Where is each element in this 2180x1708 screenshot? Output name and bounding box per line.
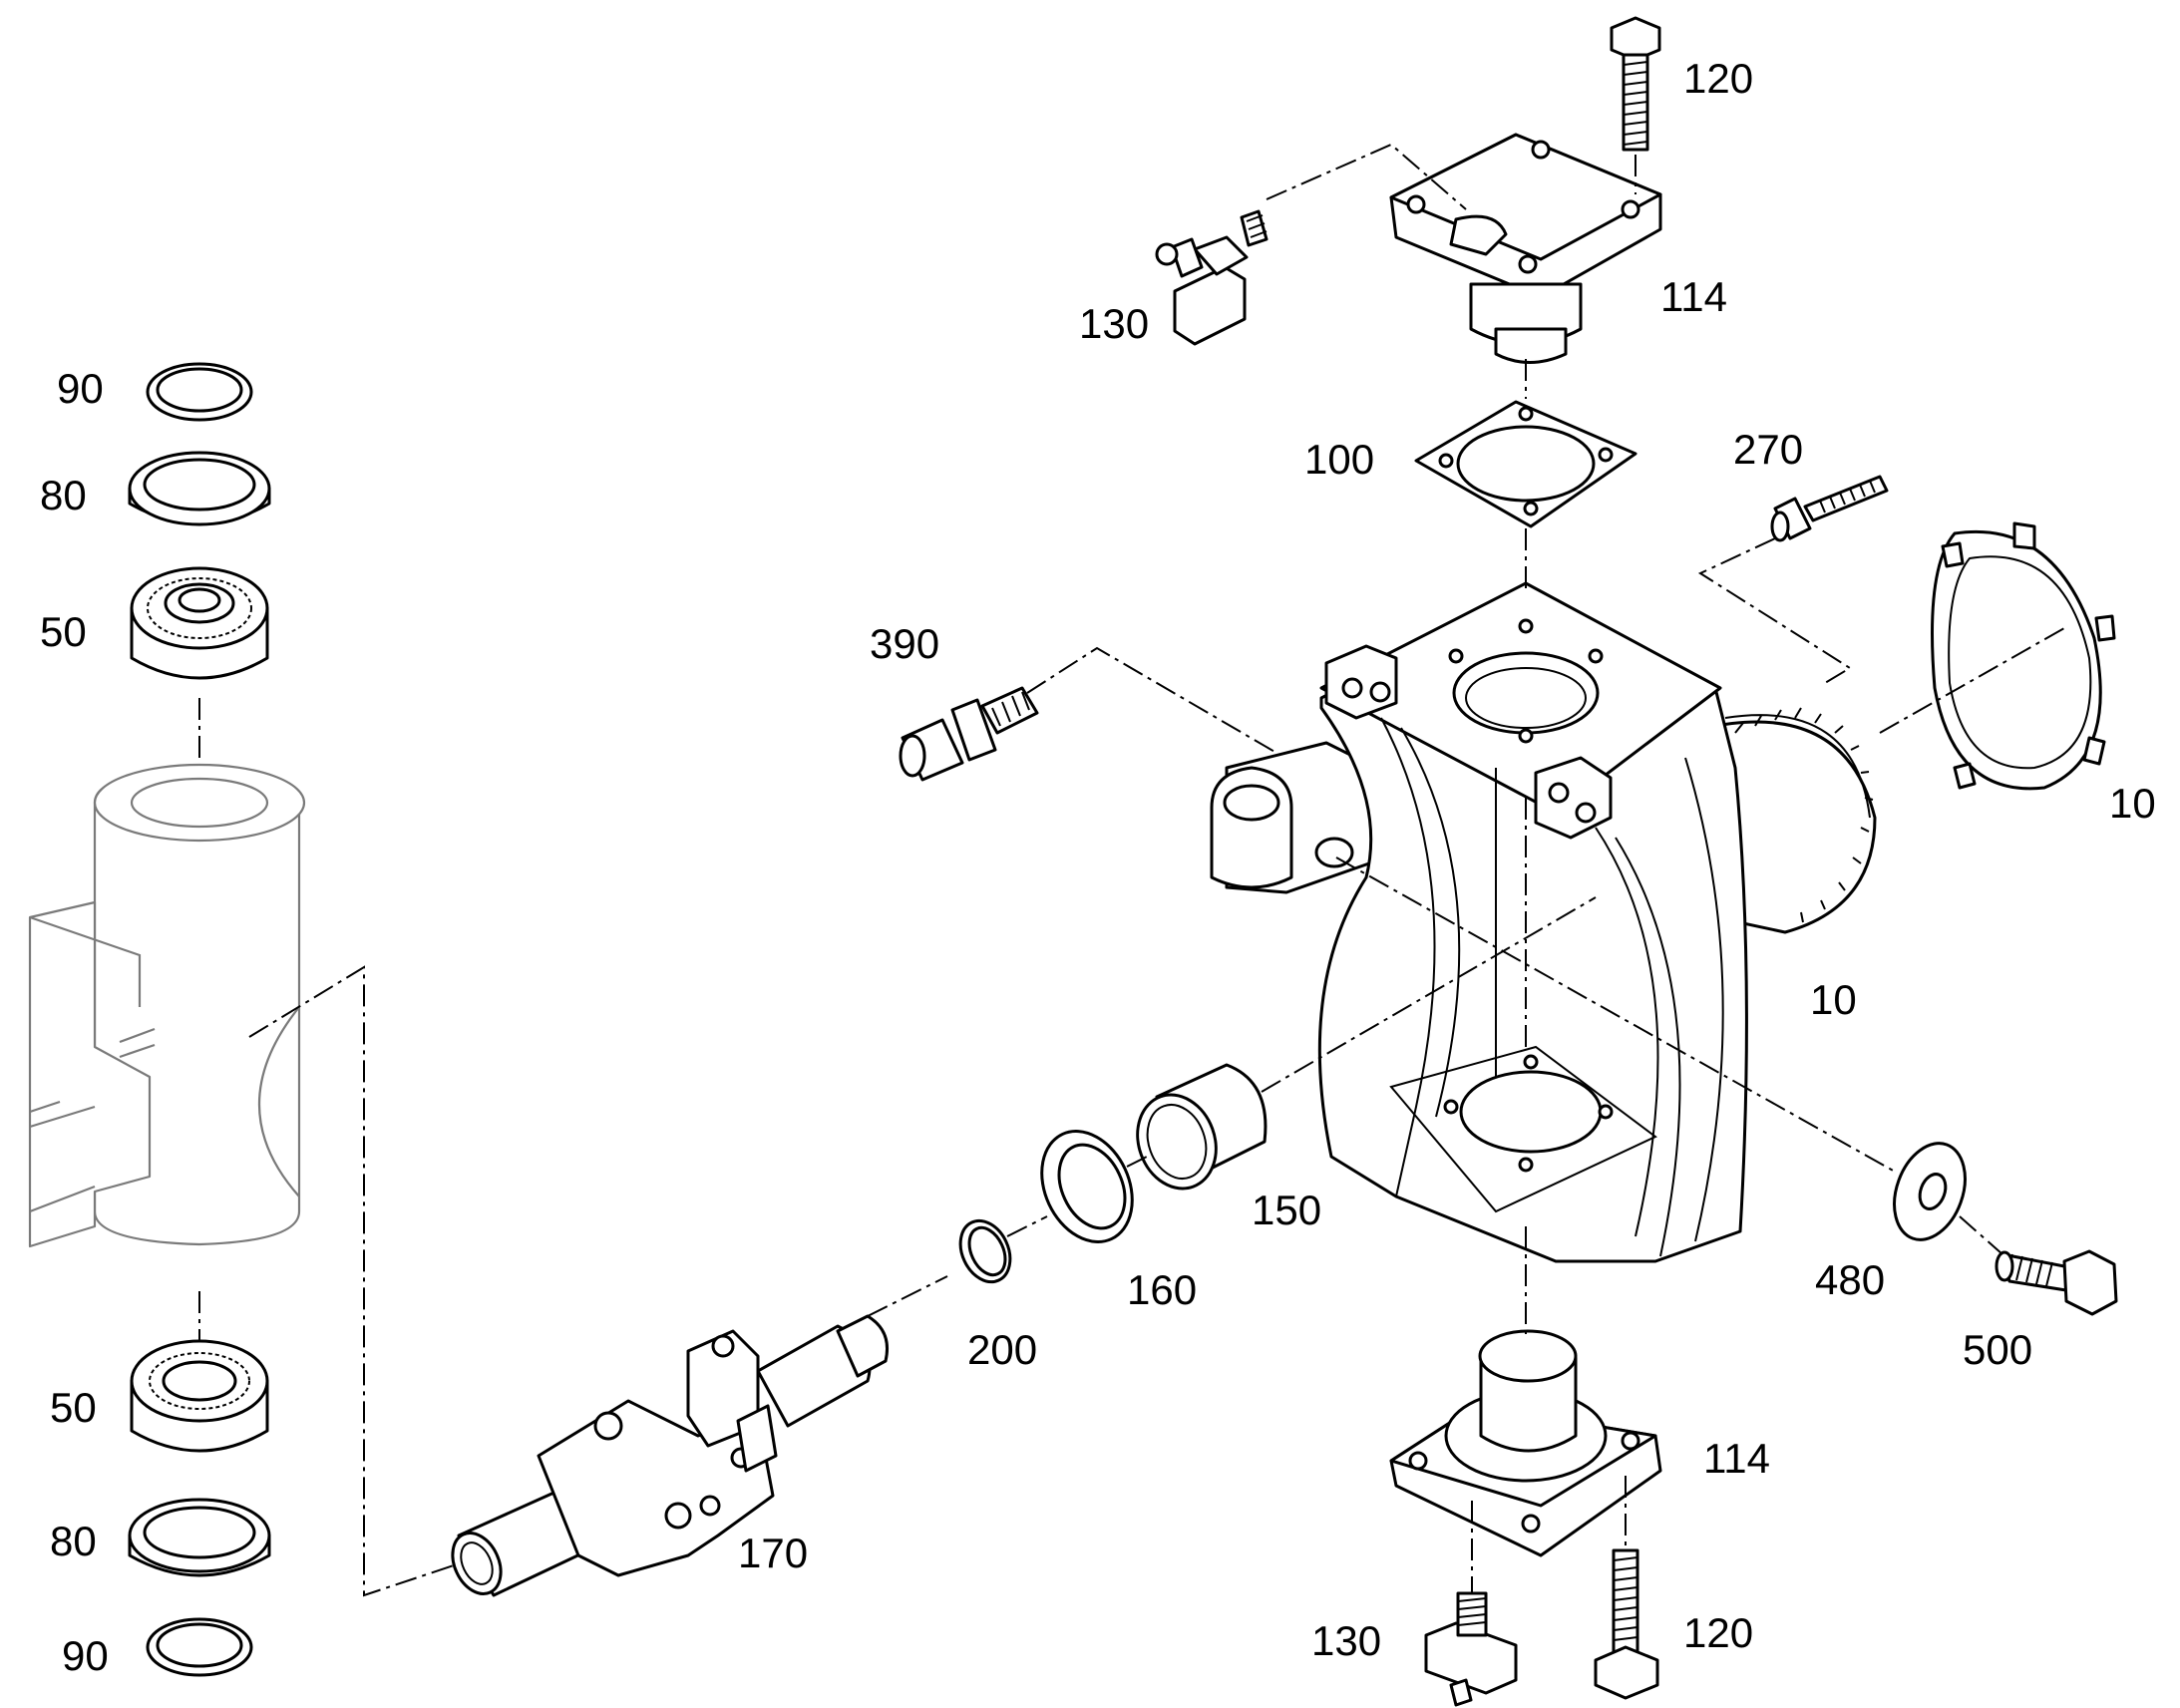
grease-nipple-130-top: [1155, 209, 1269, 346]
callout-50-bottom: 50: [50, 1384, 97, 1431]
callout-114-top: 114: [1660, 273, 1727, 320]
gasket-100: [1414, 400, 1637, 528]
o-ring-200: [958, 1218, 1012, 1284]
seal-80-bottom: [128, 1498, 271, 1577]
callout-50-top: 50: [40, 608, 87, 655]
bearing-50-bottom: [130, 1339, 269, 1453]
callout-10-nut: 10: [2109, 780, 2156, 827]
seal-80-top: [128, 451, 271, 526]
knuckle-housing-10: [1210, 581, 1877, 1263]
axle-housing-ghost: [28, 763, 306, 1248]
callout-480: 480: [1815, 1256, 1885, 1303]
plug-390: [899, 686, 1039, 782]
drive-shaft-170: [451, 1314, 889, 1597]
callout-100: 100: [1304, 436, 1374, 483]
callout-270: 270: [1733, 426, 1803, 473]
callout-114-bottom: 114: [1703, 1435, 1770, 1482]
breather-270: [1770, 475, 1889, 542]
callout-90-bottom: 90: [62, 1632, 109, 1679]
callout-390: 390: [870, 620, 939, 667]
top-flange-114: [1389, 133, 1662, 364]
bottom-flange-114: [1389, 1329, 1662, 1557]
slotted-nut-10: [1931, 521, 2116, 791]
callout-120-bottom: 120: [1683, 1609, 1753, 1656]
bolt-120-top: [1610, 16, 1661, 152]
bearing-50-top: [130, 566, 269, 680]
callout-170: 170: [738, 1530, 808, 1576]
callout-90-top: 90: [57, 365, 104, 412]
callout-130-bottom: 130: [1311, 1617, 1381, 1664]
washer-480: [1893, 1142, 1967, 1241]
assembly-lines: [198, 143, 2065, 1597]
bushing-150: [1136, 1063, 1268, 1191]
callout-labels: 120 114 130 100 270 390 10 10 90 80 50 5…: [40, 55, 2156, 1679]
snap-ring-90-bottom: [146, 1617, 253, 1677]
callout-500: 500: [1963, 1326, 2032, 1373]
callout-10-housing: 10: [1810, 976, 1857, 1023]
callout-130-top: 130: [1079, 300, 1149, 347]
bolt-120-bottom: [1594, 1548, 1659, 1700]
callout-150: 150: [1252, 1187, 1321, 1233]
callout-200: 200: [967, 1326, 1037, 1373]
callout-120-top: 120: [1683, 55, 1753, 102]
snap-ring-90-top: [146, 362, 253, 422]
bolt-500: [1995, 1249, 2118, 1316]
callout-80-bottom: 80: [50, 1518, 97, 1564]
callout-160: 160: [1127, 1266, 1197, 1313]
callout-80-top: 80: [40, 472, 87, 518]
grease-nipple-130-bottom: [1424, 1591, 1518, 1707]
seal-160: [1040, 1130, 1134, 1243]
